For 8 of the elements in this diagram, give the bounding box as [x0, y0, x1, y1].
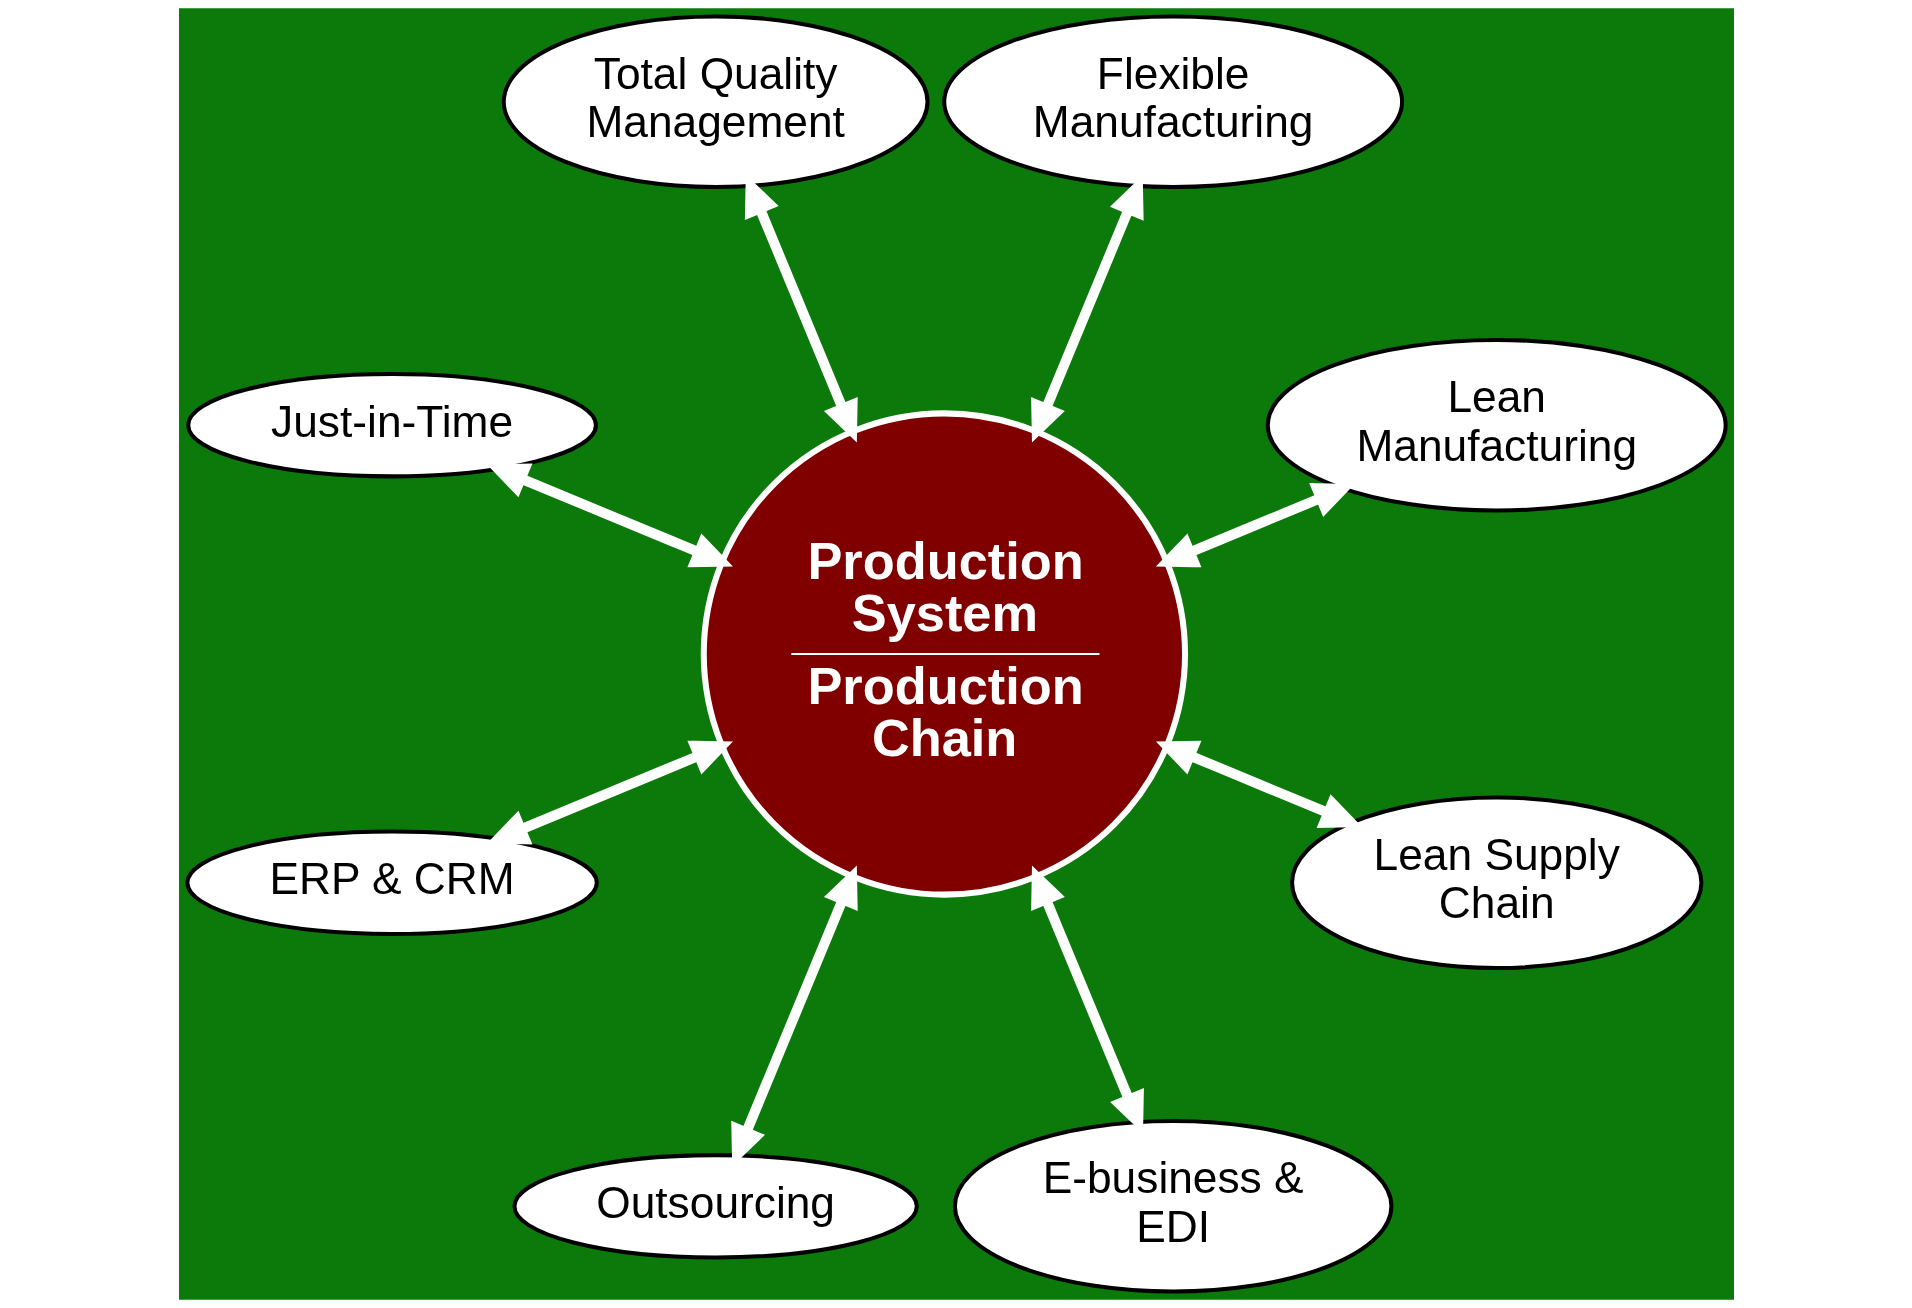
node-ellipse: Lean Manufacturing [1265, 337, 1728, 513]
node-ellipse: ERP & CRM [184, 829, 599, 936]
node-ellipse: E-business & EDI [952, 1119, 1393, 1294]
node-ellipse: Total Quality Management [501, 14, 929, 189]
node-circle: Production System Production Chain [700, 410, 1188, 898]
node-ellipse: Flexible Manufacturing [941, 14, 1404, 189]
node-ellipse: Outsourcing [511, 1153, 919, 1260]
node-ellipse: Just-in-Time [185, 372, 598, 479]
